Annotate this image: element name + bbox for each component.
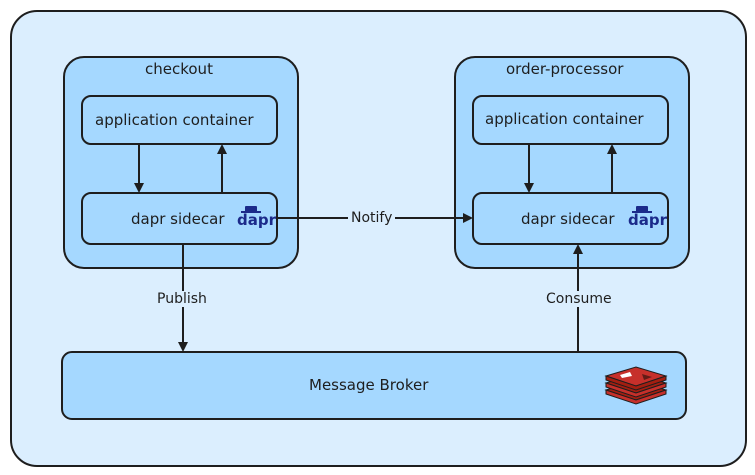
checkout-sidecar-box (81, 192, 278, 245)
dapr-logo-text: dapr (237, 211, 276, 229)
order-processor-sidecar-box (472, 192, 669, 245)
checkout-app-container-label: application container (95, 111, 254, 129)
order-processor-dapr-logo: dapr (628, 206, 667, 229)
checkout-title: checkout (145, 60, 213, 78)
order-processor-app-container-label: application container (485, 110, 644, 128)
notify-label: Notify (348, 210, 396, 226)
publish-label: Publish (154, 291, 210, 307)
checkout-dapr-logo: dapr (237, 206, 276, 229)
dapr-hat-brim-icon (632, 211, 652, 213)
dapr-logo-text: dapr (628, 211, 667, 229)
message-broker-box (61, 351, 687, 420)
order-processor-title: order-processor (506, 60, 624, 78)
order-processor-app-container-box (472, 95, 669, 145)
dapr-hat-icon (245, 206, 257, 212)
dapr-hat-icon (636, 206, 648, 212)
redis-icon (604, 366, 668, 405)
checkout-app-container-box (81, 95, 278, 145)
dapr-hat-brim-icon (241, 211, 261, 213)
consume-label: Consume (543, 291, 615, 307)
checkout-sidecar-label: dapr sidecar (131, 210, 225, 228)
message-broker-label: Message Broker (309, 376, 429, 394)
order-processor-sidecar-label: dapr sidecar (521, 210, 615, 228)
